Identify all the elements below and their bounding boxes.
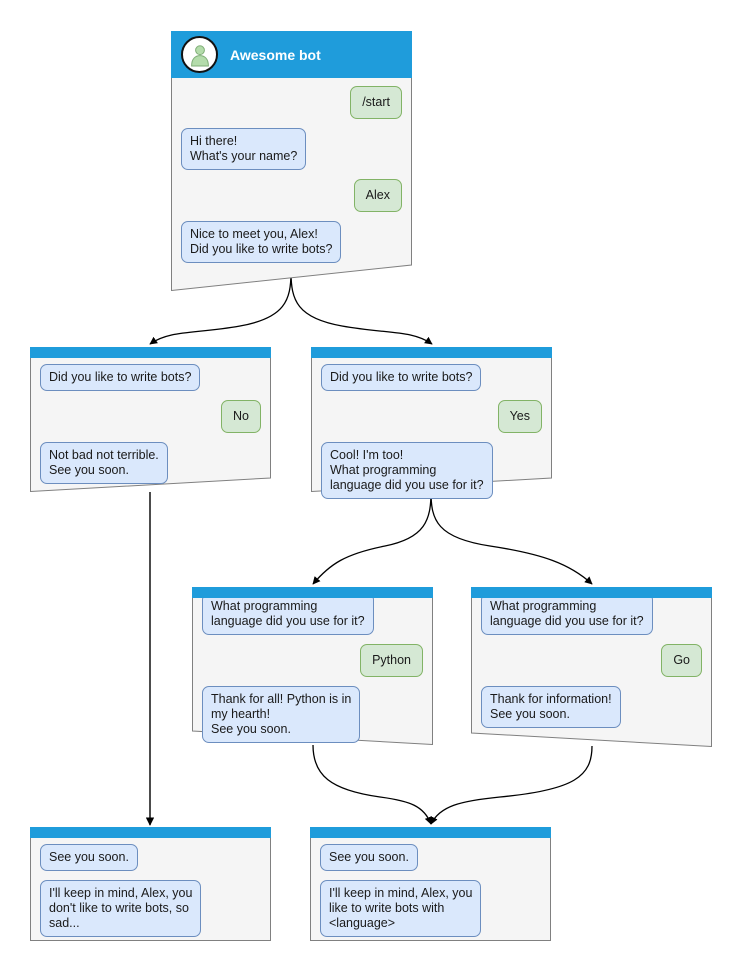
message-row: Thank for information! See you soon. xyxy=(481,686,702,728)
bot-message-bubble: I'll keep in mind, Alex, you don't like … xyxy=(40,880,202,937)
bot-message-bubble: Nice to meet you, Alex! Did you like to … xyxy=(181,221,342,263)
message-row: Go xyxy=(481,644,702,677)
bot-message-bubble: I'll keep in mind, Alex, you like to wri… xyxy=(320,880,482,937)
user-message-bubble: Go xyxy=(661,644,702,677)
message-row: What programming language did you use fo… xyxy=(202,593,423,635)
chat-body-python-branch: What programming language did you use fo… xyxy=(192,593,433,753)
node-go-branch[interactable]: What programming language did you use fo… xyxy=(471,587,712,747)
card-header-yes-branch xyxy=(311,347,552,358)
user-message-bubble: Alex xyxy=(353,179,402,212)
message-row: Cool! I'm too! What programming language… xyxy=(321,442,542,499)
message-row: See you soon. xyxy=(40,844,261,871)
message-row: Python xyxy=(202,644,423,677)
bot-message-bubble: Thank for information! See you soon. xyxy=(481,686,621,728)
message-row: Nice to meet you, Alex! Did you like to … xyxy=(181,221,402,263)
message-row: Alex xyxy=(181,179,402,212)
user-message-bubble: Python xyxy=(360,644,423,677)
bot-message-bubble: See you soon. xyxy=(320,844,418,871)
message-row: /start xyxy=(181,86,402,119)
message-row: What programming language did you use fo… xyxy=(481,593,702,635)
node-end-sad[interactable]: See you soon. I'll keep in mind, Alex, y… xyxy=(30,827,271,941)
bot-message-bubble: See you soon. xyxy=(40,844,138,871)
bot-message-bubble: Hi there! What's your name? xyxy=(181,128,307,170)
bot-message-bubble: What programming language did you use fo… xyxy=(481,593,653,635)
card-header-python-branch xyxy=(192,587,433,598)
node-python-branch[interactable]: What programming language did you use fo… xyxy=(192,587,433,745)
bot-message-bubble: Did you like to write bots? xyxy=(40,364,201,391)
card-header-go-branch xyxy=(471,587,712,598)
message-row: Thank for all! Python is in my hearth! S… xyxy=(202,686,423,743)
edge-go-to-end-happy xyxy=(430,745,593,825)
message-row: No xyxy=(40,400,261,433)
user-message-bubble: Yes xyxy=(497,400,542,433)
message-row: Did you like to write bots? xyxy=(40,364,261,391)
edge-python-to-end-happy xyxy=(312,744,433,825)
chat-body-no-branch: Did you like to write bots? No Not bad n… xyxy=(30,358,271,494)
bot-message-bubble: Did you like to write bots? xyxy=(321,364,482,391)
card-header-root: Awesome bot xyxy=(171,31,412,78)
bot-message-bubble: Not bad not terrible. See you soon. xyxy=(40,442,168,484)
message-row: Not bad not terrible. See you soon. xyxy=(40,442,261,484)
chat-body-end-happy: See you soon. I'll keep in mind, Alex, y… xyxy=(310,838,551,947)
message-row: See you soon. xyxy=(320,844,541,871)
user-message-bubble: /start xyxy=(350,86,402,119)
bot-message-bubble: Thank for all! Python is in my hearth! S… xyxy=(202,686,361,743)
node-root[interactable]: Awesome bot /start Hi there! What's your… xyxy=(171,31,412,291)
card-header-no-branch xyxy=(30,347,271,358)
message-row: Hi there! What's your name? xyxy=(181,128,402,170)
node-no-branch[interactable]: Did you like to write bots? No Not bad n… xyxy=(30,347,271,492)
chat-body-root: /start Hi there! What's your name? Alex … xyxy=(171,78,412,273)
card-header-end-happy xyxy=(310,827,551,838)
bot-message-bubble: What programming language did you use fo… xyxy=(202,593,374,635)
chat-body-go-branch: What programming language did you use fo… xyxy=(471,593,712,738)
message-row: I'll keep in mind, Alex, you don't like … xyxy=(40,880,261,937)
card-title-root: Awesome bot xyxy=(230,46,321,63)
person-avatar-icon xyxy=(181,36,218,73)
message-row: Did you like to write bots? xyxy=(321,364,542,391)
user-message-bubble: No xyxy=(221,400,261,433)
node-end-happy[interactable]: See you soon. I'll keep in mind, Alex, y… xyxy=(310,827,551,941)
bot-message-bubble: Cool! I'm too! What programming language… xyxy=(321,442,493,499)
card-header-end-sad xyxy=(30,827,271,838)
message-row: I'll keep in mind, Alex, you like to wri… xyxy=(320,880,541,937)
node-yes-branch[interactable]: Did you like to write bots? Yes Cool! I'… xyxy=(311,347,552,499)
chat-body-end-sad: See you soon. I'll keep in mind, Alex, y… xyxy=(30,838,271,947)
message-row: Yes xyxy=(321,400,542,433)
chat-body-yes-branch: Did you like to write bots? Yes Cool! I'… xyxy=(311,358,552,509)
